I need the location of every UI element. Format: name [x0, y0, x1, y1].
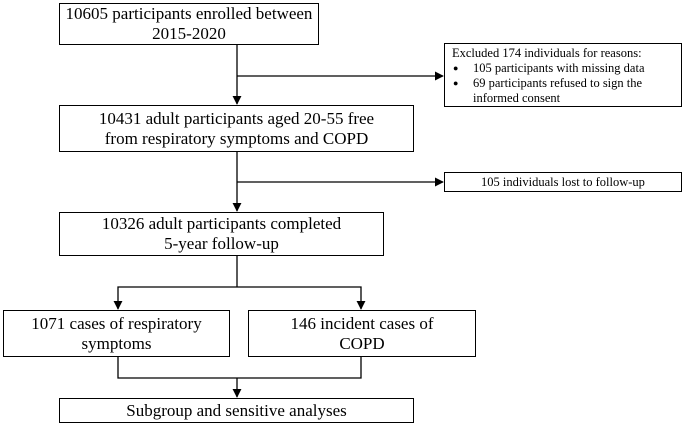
enrolled-line-2: 2015-2020 [152, 24, 226, 43]
analyses-box: Subgroup and sensitive analyses [59, 398, 414, 423]
respiratory-symptoms-box: 1071 cases of respiratory symptoms [3, 310, 230, 357]
analyses-line-1: Subgroup and sensitive analyses [126, 400, 347, 420]
excluded-reason-2-line-1: 69 participants refused to sign the [473, 76, 643, 90]
completed-line-1: 10326 adult participants completed [101, 214, 342, 233]
respiratory-line-1: 1071 cases of respiratory [31, 313, 202, 333]
enrolled-line-1: 10605 participants enrolled between [65, 4, 313, 23]
copd-cases-box: 146 incident cases of COPD [248, 310, 476, 357]
excluded-box: Excluded 174 individuals for reasons: 10… [444, 43, 682, 107]
enrolled-box: 10605 participants enrolled between 2015… [59, 3, 319, 45]
respiratory-line-2: symptoms [81, 333, 152, 353]
adults-line-1: 10431 adult participants aged 20-55 free [98, 108, 375, 128]
arrow-to-respiratory [113, 286, 237, 310]
lost-to-follow-up-box: 105 individuals lost to follow-up [444, 172, 682, 192]
adult-participants-box: 10431 adult participants aged 20-55 free… [59, 105, 414, 152]
excluded-reason-1-line-1: 105 participants with missing data [473, 61, 645, 75]
copd-line-1: 146 incident cases of [290, 313, 434, 333]
arrow-to-copd [237, 286, 366, 310]
copd-line-2: COPD [339, 333, 385, 353]
excluded-reasons-list: 105 participants with missing data 69 pa… [451, 61, 675, 106]
excluded-title: Excluded 174 individuals for reasons: [452, 46, 642, 60]
completed-follow-up-box: 10326 adult participants completed 5-yea… [59, 212, 384, 256]
excluded-reason-1: 105 participants with missing data [451, 61, 675, 76]
excluded-reason-2-line-2: informed consent [473, 91, 561, 105]
merge-connector [117, 357, 362, 379]
lost-line-1: 105 individuals lost to follow-up [481, 174, 645, 189]
completed-line-2: 5-year follow-up [164, 234, 279, 253]
adults-line-2: from respiratory symptoms and COPD [104, 128, 369, 148]
excluded-reason-2: 69 participants refused to sign the info… [451, 76, 675, 106]
